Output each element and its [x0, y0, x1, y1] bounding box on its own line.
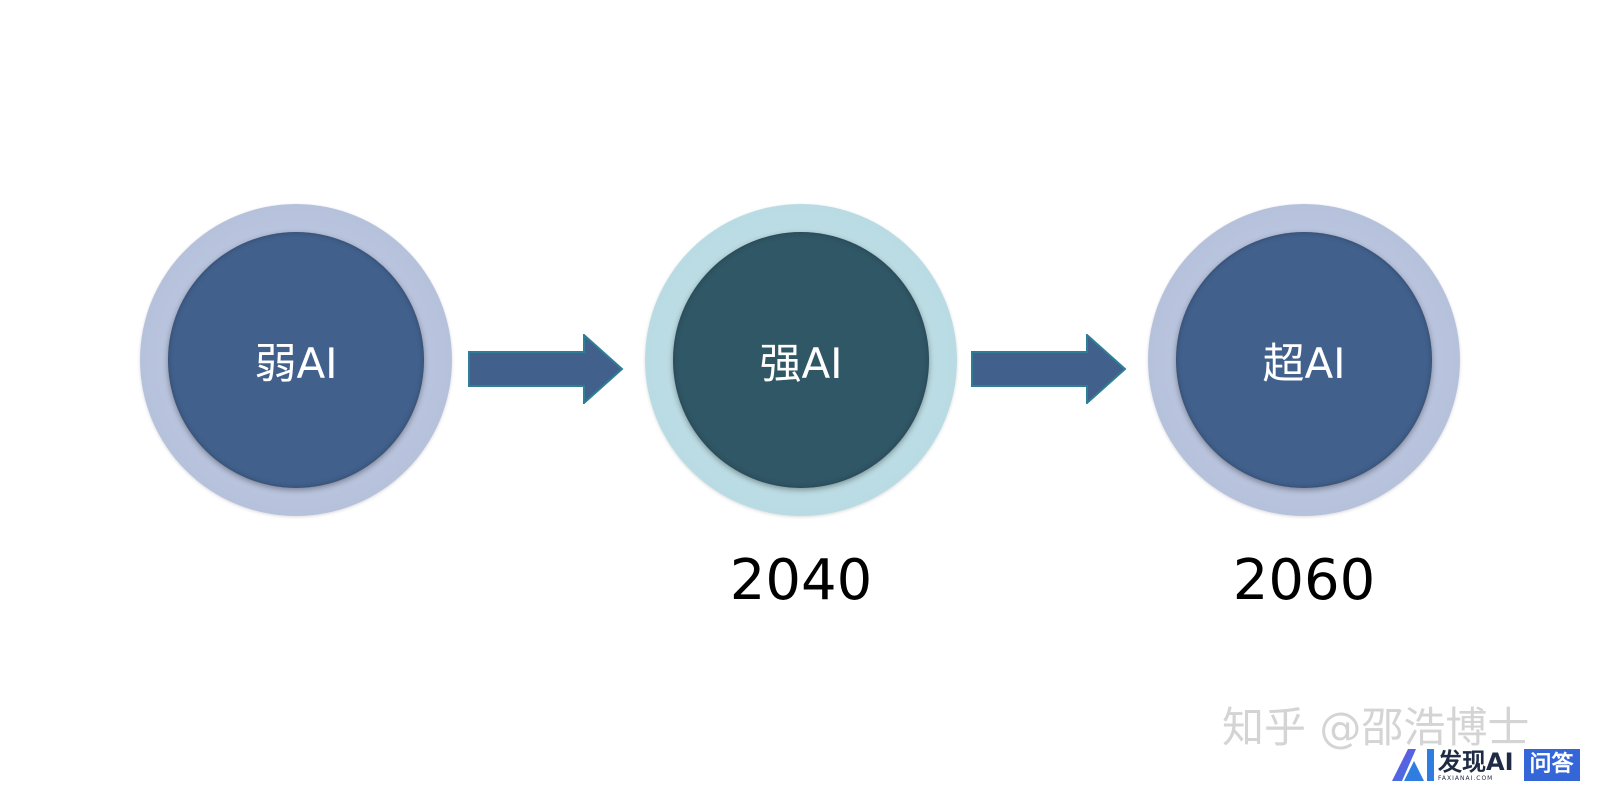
node-label-weak-ai: 弱AI: [254, 338, 338, 388]
logo-badge: 问答: [1523, 749, 1580, 781]
right-arrow-icon: [468, 334, 624, 404]
ai-logo-icon: [1392, 749, 1434, 781]
node-weak-ai: 弱AI: [140, 204, 452, 516]
node-label-strong-ai: 强AI: [759, 338, 843, 388]
logo-text: 发现AI FAXIANAI.COM: [1438, 749, 1514, 782]
year-label-strong-ai: 2040: [729, 548, 873, 613]
node-super-ai: 超AI: [1148, 204, 1460, 516]
node-core: 强AI: [673, 232, 929, 488]
faxianai-logo: 发现AI FAXIANAI.COM 问答: [1390, 746, 1580, 784]
right-arrow-icon: [971, 334, 1127, 404]
year-label-super-ai: 2060: [1232, 548, 1376, 613]
logo-name: 发现AI: [1438, 747, 1514, 776]
node-core: 超AI: [1176, 232, 1432, 488]
node-strong-ai: 强AI: [645, 204, 957, 516]
node-core: 弱AI: [168, 232, 424, 488]
logo-subtitle: FAXIANAI.COM: [1438, 774, 1494, 782]
node-label-super-ai: 超AI: [1262, 338, 1346, 388]
zhihu-watermark: 知乎 @邵浩博士: [1222, 703, 1530, 752]
